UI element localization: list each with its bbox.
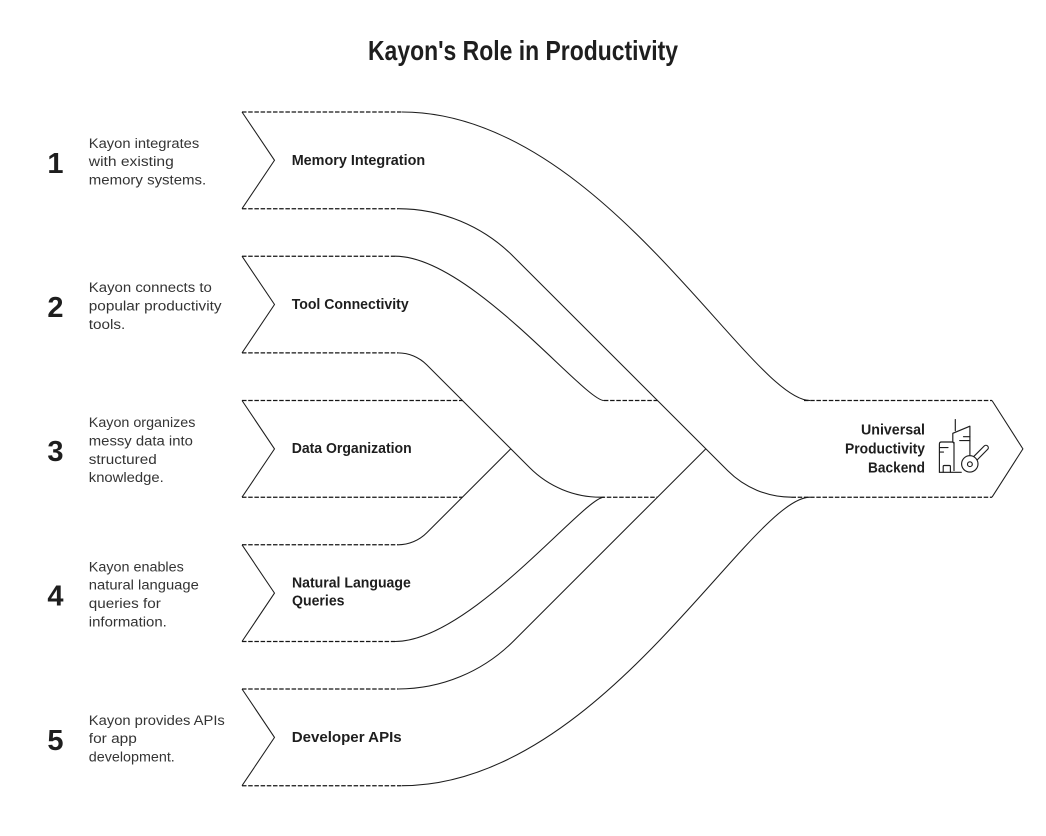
svg-text:messy data into: messy data into bbox=[89, 433, 193, 449]
svg-text:development.: development. bbox=[89, 750, 175, 766]
svg-text:knowledge.: knowledge. bbox=[89, 470, 164, 486]
svg-text:Kayon connects to: Kayon connects to bbox=[89, 280, 212, 296]
svg-text:popular productivity: popular productivity bbox=[89, 298, 223, 314]
svg-text:Kayon provides APIs: Kayon provides APIs bbox=[89, 713, 225, 729]
svg-text:memory systems.: memory systems. bbox=[89, 173, 206, 189]
svg-text:Productivity: Productivity bbox=[845, 441, 925, 458]
svg-text:tools.: tools. bbox=[89, 317, 126, 333]
svg-text:information.: information. bbox=[89, 615, 167, 631]
svg-text:Kayon integrates: Kayon integrates bbox=[89, 136, 199, 152]
svg-text:1: 1 bbox=[47, 148, 63, 180]
svg-text:Data Organization: Data Organization bbox=[292, 440, 412, 457]
svg-text:5: 5 bbox=[47, 725, 63, 757]
svg-text:queries for: queries for bbox=[89, 596, 161, 612]
svg-text:with existing: with existing bbox=[88, 154, 174, 170]
svg-text:natural language: natural language bbox=[89, 578, 199, 594]
svg-text:Kayon organizes: Kayon organizes bbox=[89, 415, 196, 431]
svg-text:Kayon enables: Kayon enables bbox=[89, 559, 184, 575]
svg-text:Queries: Queries bbox=[292, 593, 345, 610]
svg-text:for app: for app bbox=[89, 731, 137, 747]
svg-text:Natural Language: Natural Language bbox=[292, 574, 411, 591]
svg-text:3: 3 bbox=[47, 436, 63, 468]
svg-text:2: 2 bbox=[47, 292, 63, 324]
svg-text:Universal: Universal bbox=[861, 422, 925, 439]
svg-text:Tool Connectivity: Tool Connectivity bbox=[292, 296, 409, 313]
svg-text:structured: structured bbox=[89, 452, 157, 468]
svg-text:Memory Integration: Memory Integration bbox=[292, 152, 426, 169]
svg-text:Backend: Backend bbox=[868, 460, 925, 477]
svg-text:Developer APIs: Developer APIs bbox=[292, 729, 402, 746]
svg-text:Kayon's Role in Productivity: Kayon's Role in Productivity bbox=[368, 35, 679, 66]
svg-text:4: 4 bbox=[47, 581, 63, 613]
